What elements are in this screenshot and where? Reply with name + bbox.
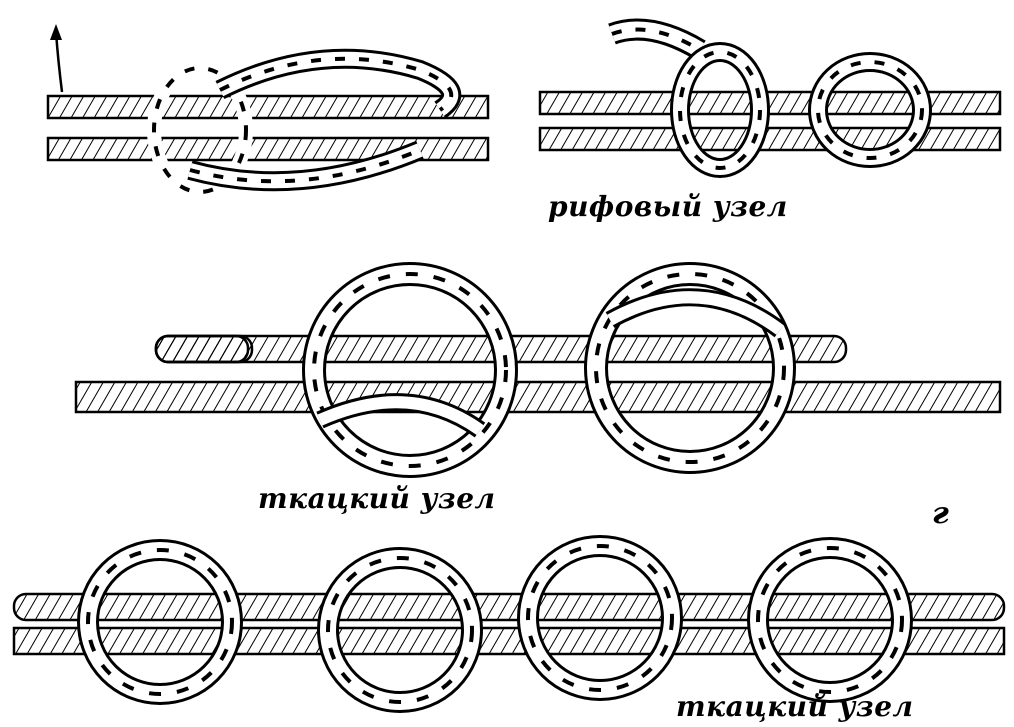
rope-strand-upper xyxy=(48,96,488,118)
panel-letter: г xyxy=(932,496,949,531)
arrow-up-icon xyxy=(56,32,62,92)
weavers-knot-row2 xyxy=(14,546,1004,702)
weavers-knot-caption-2: ткацкий узел xyxy=(676,690,914,723)
weavers-knot-row1 xyxy=(76,274,1000,466)
reef-knot-step2 xyxy=(540,30,1000,168)
reef-knot-caption: рифовый узел xyxy=(548,190,788,223)
weavers-knot-caption-1: ткацкий узел xyxy=(258,482,496,515)
reef-knot-step1 xyxy=(48,24,488,192)
